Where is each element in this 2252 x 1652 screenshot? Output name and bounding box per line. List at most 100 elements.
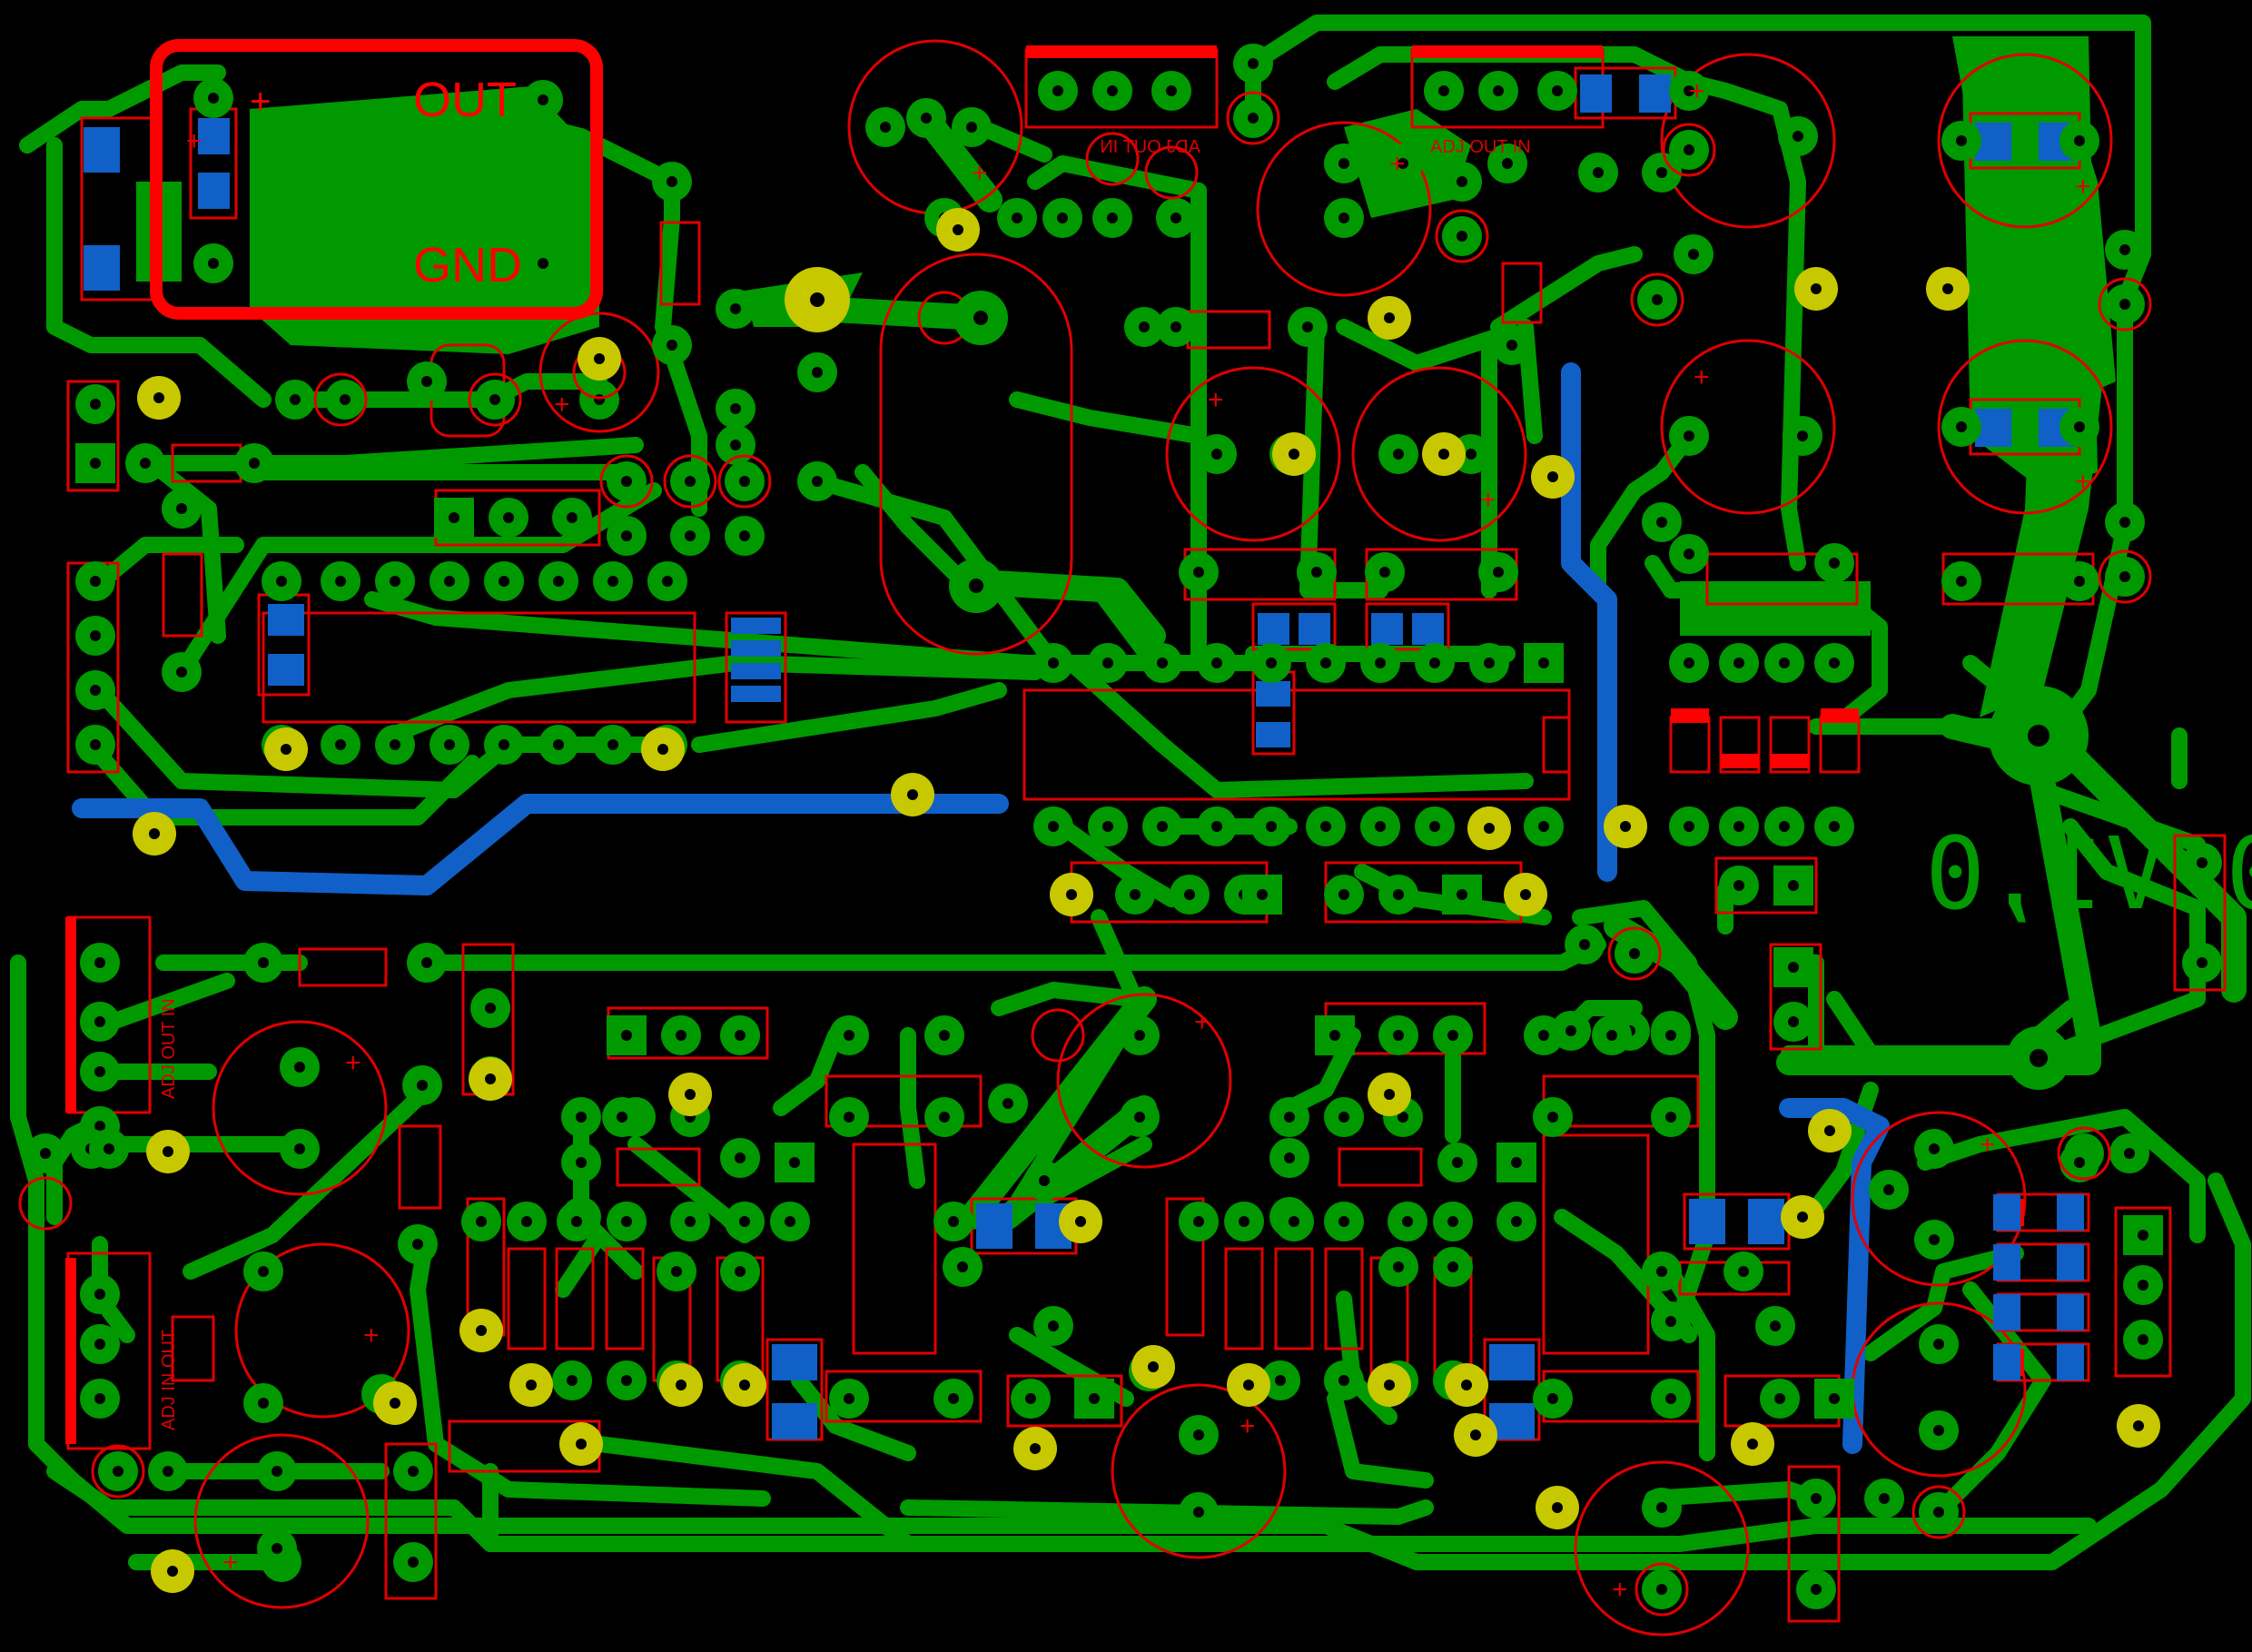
polarity-plus: + [1389,149,1406,179]
reg-top-b-pins: ADJ OUT IN [1430,137,1531,157]
drill-hole [421,957,432,968]
drill-hole [1130,889,1141,900]
drill-hole [1429,658,1440,668]
drill-hole [1656,1266,1667,1277]
drill-hole [1788,880,1799,891]
res-outline [616,1147,701,1187]
board-title: CS4390 V1,0 [1925,816,2252,932]
smd-box-outline [725,611,787,724]
drill-hole [594,394,605,405]
drill-hole [1879,1493,1890,1504]
drill-hole [1665,1112,1676,1123]
drill-hole [1538,1030,1549,1041]
drill-hole [1684,430,1694,441]
drill-hole [444,576,455,587]
drill-hole [1929,1143,1940,1154]
drill-hole [1883,1184,1894,1195]
plus-label: + [250,82,271,122]
polarity-plus: + [1194,1007,1210,1037]
polarity-plus: + [345,1048,361,1078]
drill-hole [880,122,891,133]
drill-hole [1956,576,1967,587]
trace-bottom-inner [46,1463,2097,1552]
pad-ring [1630,272,1684,327]
polarity-plus: + [2075,467,2091,497]
trace-res-top [1009,391,1207,444]
drill-hole [1547,1112,1558,1123]
opamp-outline [852,1143,937,1355]
drill-hole [662,576,673,587]
via-drill [907,789,918,800]
drill-hole [1048,658,1059,668]
pad-ring [663,454,717,509]
drill-hole [1793,131,1803,142]
via-drill [1030,1443,1041,1454]
drill-hole [1829,1393,1840,1404]
cap-box-outline [1705,552,1859,606]
drill-hole [40,1148,51,1159]
drill-hole [503,512,514,523]
pad-ring [1435,209,1489,263]
via-drill [1289,449,1299,460]
drill-hole [208,93,219,104]
trace-left-amp-e [900,1027,925,1189]
drill-hole [1048,1321,1059,1331]
via-drill [1811,283,1822,294]
drill-hole [90,685,101,696]
drill-hole [1170,321,1181,332]
drill-hole [421,376,432,387]
drill-hole [2074,135,2085,146]
drill-hole [1770,1321,1781,1331]
pad-ring [2057,1126,2111,1181]
drill-hole [812,476,823,487]
drill-hole [1629,948,1640,959]
regulator-copper-pour [250,86,599,354]
drill-hole [489,394,500,405]
drill-hole [1811,1584,1822,1595]
drill-hole [1566,1025,1576,1036]
drill-hole [621,476,632,487]
drill-hole [1311,567,1322,578]
drill-hole [2074,1157,2085,1168]
drill-hole [1398,158,1408,169]
drill-hole [1652,294,1663,305]
drill-hole [685,1216,696,1227]
drill-hole [1266,658,1277,668]
via-drill [1148,1361,1159,1372]
drill-hole [1788,962,1799,973]
drill-hole [621,1375,632,1386]
drill-hole [1538,658,1549,668]
drill-hole [1157,658,1168,668]
drill-hole [1211,658,1222,668]
smd-pads [84,74,2084,1439]
drill-hole [140,458,151,469]
drill-hole [276,576,287,587]
pad-ring [717,454,772,509]
drill-hole [1089,1393,1100,1404]
drill-hole [90,458,101,469]
drill-hole [412,1239,423,1250]
drill-hole [1338,1112,1349,1123]
trace-vert-cap-b [1299,319,1388,598]
via-drill [1484,823,1495,834]
drill-hole [1579,939,1590,950]
drill-hole [1956,135,1967,146]
drill-hole [553,739,564,750]
drill-hole [476,1216,487,1227]
polarity-plus: + [1240,1411,1256,1441]
cap-outline [538,312,660,433]
cap-outline [1111,1383,1287,1559]
via-drill [676,1380,686,1390]
drill-hole [499,739,509,750]
drill-hole [1933,1507,1944,1518]
drill-hole [1688,249,1699,260]
via-drill [485,1073,496,1084]
drill-hole [948,1216,959,1227]
drill-hole [567,1375,578,1386]
trace-top-left-b [46,137,272,408]
drill-hole [2138,1280,2148,1291]
drill-hole [485,1003,496,1014]
drill-hole [449,512,459,523]
drill-hole [1266,821,1277,832]
drill-hole [939,1112,950,1123]
